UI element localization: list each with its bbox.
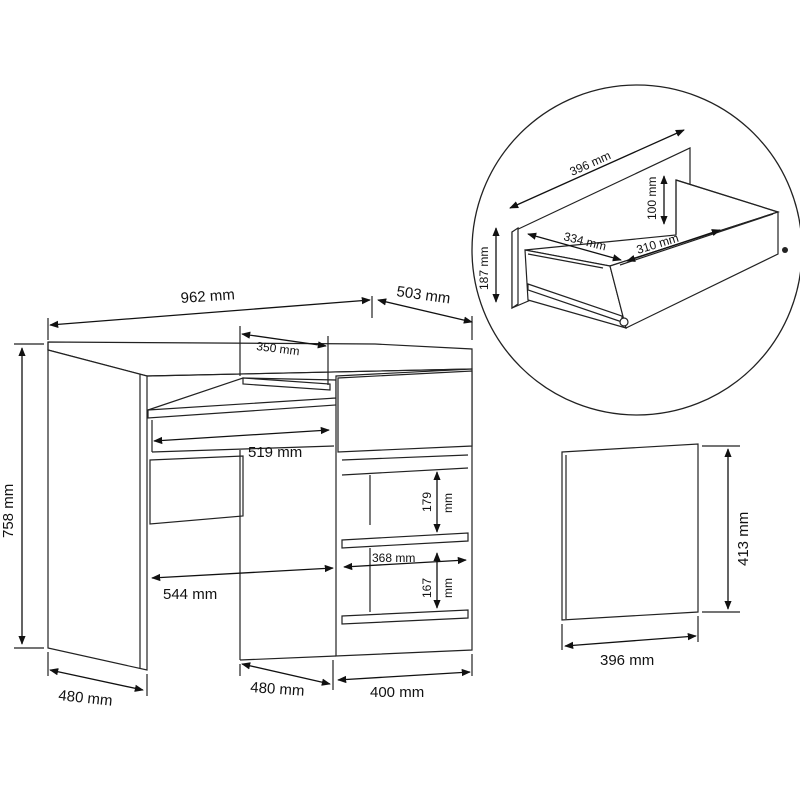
drawer-detail: 396 mm 187 mm 100 mm 334 mm 310 mm bbox=[471, 84, 800, 416]
drawer-inner-width-line bbox=[626, 229, 721, 262]
desk-height-label: 758 mm bbox=[0, 484, 17, 538]
panel-width-line bbox=[564, 632, 697, 650]
knee-space-label: 544 mm bbox=[163, 586, 217, 603]
drawer-side-height-label: 100 mm bbox=[645, 177, 659, 220]
front-panel-dimensions: 413 mm 396 mm bbox=[561, 445, 752, 669]
desk-width-label: 962 mm bbox=[180, 286, 235, 307]
lower-shelf-height-value: 167 bbox=[420, 578, 434, 598]
width-dimension-line bbox=[49, 297, 371, 328]
cabinet-drawer bbox=[337, 370, 473, 453]
tray-depth-label: 350 mm bbox=[256, 339, 301, 358]
panel-height-label: 413 mm bbox=[735, 512, 752, 566]
left-side-panel bbox=[47, 349, 148, 671]
shelf-width-label: 368 mm bbox=[372, 551, 415, 565]
knee-space-dimension-line bbox=[151, 564, 334, 582]
front-panel-drawing bbox=[561, 443, 699, 621]
tray-rail bbox=[242, 377, 331, 391]
cabinet-width-dimension-line bbox=[337, 668, 471, 684]
cabinet-width-label: 400 mm bbox=[370, 684, 424, 701]
upper-shelf-height-value: 179 bbox=[420, 492, 434, 512]
tray-width-label: 519 mm bbox=[248, 444, 302, 461]
cabinet-shelf-2 bbox=[341, 609, 469, 625]
tray-width-dimension-line bbox=[153, 426, 330, 445]
cabinet-depth-label: 480 mm bbox=[250, 679, 305, 700]
desk-drawing bbox=[47, 341, 473, 671]
panel-width-label: 396 mm bbox=[600, 652, 654, 669]
front-panel bbox=[561, 443, 699, 621]
desk-depth-label: 503 mm bbox=[395, 283, 451, 307]
shelf-width-dimension-line bbox=[343, 556, 467, 571]
drawer-front-height-label: 187 mm bbox=[477, 247, 491, 290]
upper-shelf-height-unit: mm bbox=[441, 493, 455, 513]
left-depth-dimension-line bbox=[49, 668, 144, 692]
drawer-front-width-line bbox=[509, 129, 685, 209]
drawer-inner-depth-line bbox=[527, 232, 622, 262]
left-depth-label: 480 mm bbox=[58, 687, 114, 710]
tray-depth-dimension-line bbox=[241, 331, 327, 349]
lower-shelf-height-unit: mm bbox=[441, 578, 455, 598]
left-drawer bbox=[149, 455, 244, 525]
depth-dimension-line bbox=[377, 298, 473, 324]
cabinet-shelf-1 bbox=[341, 532, 469, 549]
cabinet-depth-dimension-line bbox=[241, 662, 331, 686]
